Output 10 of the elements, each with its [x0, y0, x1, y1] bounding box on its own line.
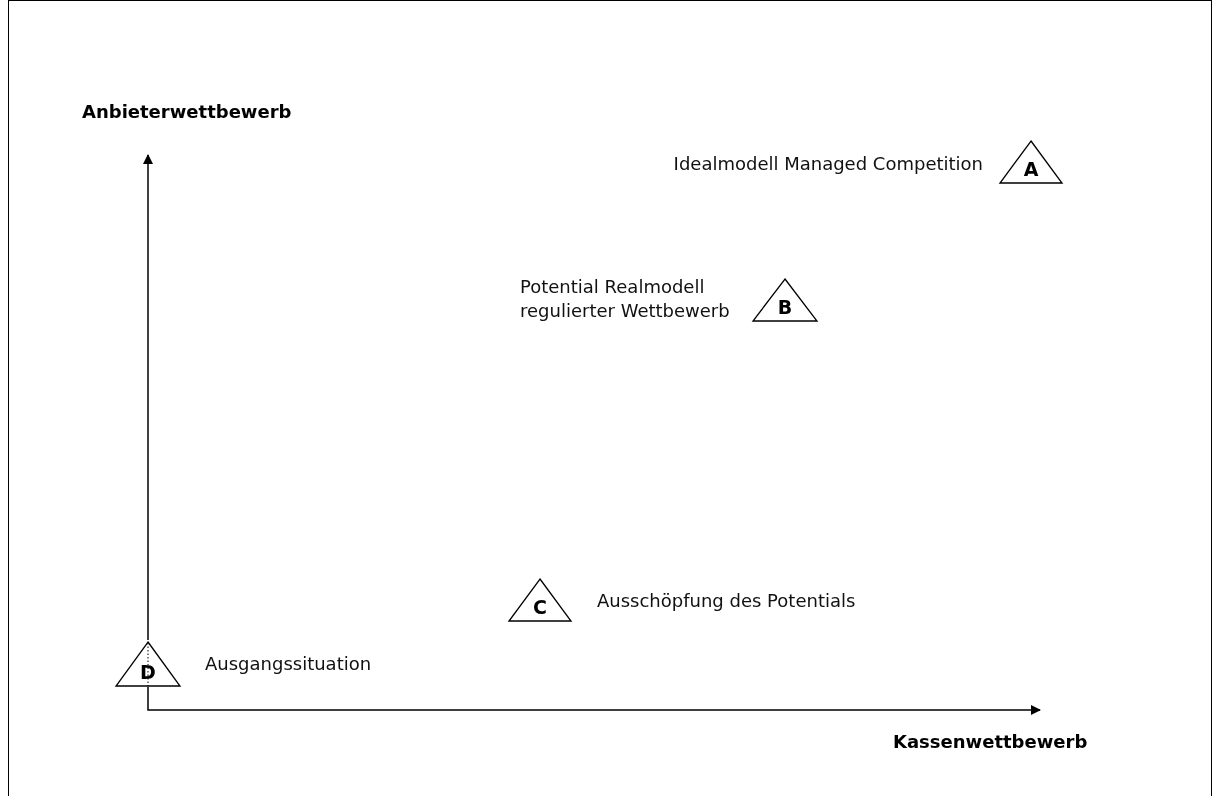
point-caption: Potential Realmodell regulierter Wettbewerb [520, 275, 731, 323]
point-caption: Ausgangssituation [205, 652, 372, 676]
point-caption: Idealmodell Managed Competition [673, 152, 983, 176]
point-caption: Ausschöpfung des Potentials [597, 589, 856, 613]
point-letter: D [139, 661, 157, 683]
axis-title: Kassenwettbewerb [893, 731, 1088, 752]
axis-title: Anbieterwettbewerb [82, 101, 292, 122]
point-letter: B [776, 296, 794, 318]
point-letter: C [532, 596, 548, 618]
point-letter: A [1022, 158, 1040, 180]
